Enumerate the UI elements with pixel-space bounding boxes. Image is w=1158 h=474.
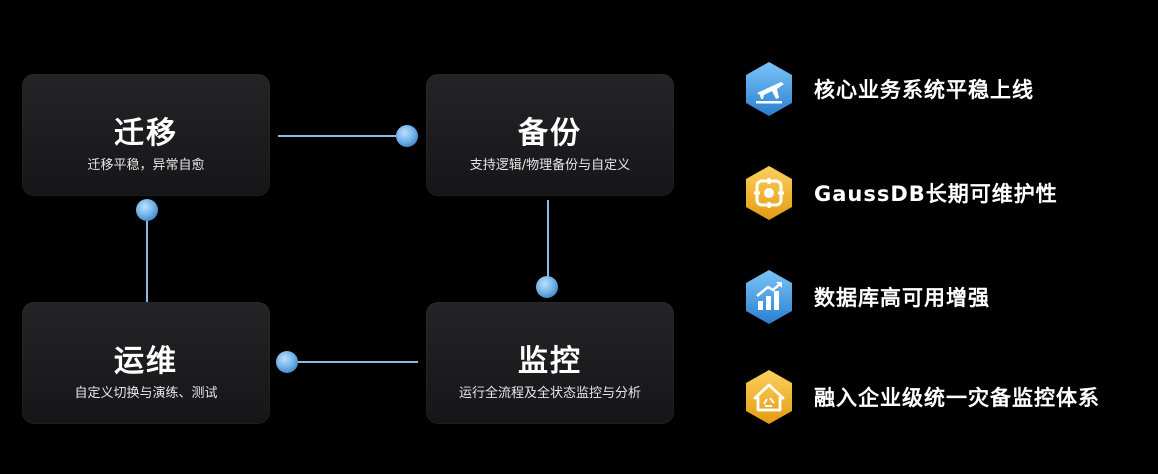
connector-node-monitor [536, 276, 558, 298]
feature-label-availability: 数据库高可用增强 [814, 286, 990, 310]
card-backup-desc: 支持逻辑/物理备份与自定义 [469, 158, 631, 173]
feature-item-launch: 核心业务系统平稳上线 [740, 58, 1034, 120]
card-migration-desc: 迁移平稳，异常自愈 [87, 158, 205, 173]
feature-item-availability: 数据库高可用增强 [740, 266, 990, 328]
card-ops: 运维 自定义切换与演练、测试 [22, 302, 270, 424]
card-monitor: 监控 运行全流程及全状态监控与分析 [426, 302, 674, 424]
card-migration: 迁移 迁移平稳，异常自愈 [22, 74, 270, 196]
connector-node-backup [396, 125, 418, 147]
feature-item-maintain: GaussDB长期可维护性 [740, 162, 1058, 224]
maintenance-icon [746, 166, 792, 220]
card-backup: 备份 支持逻辑/物理备份与自定义 [426, 74, 674, 196]
connector-node-ops [276, 351, 298, 373]
card-ops-title: 运维 [114, 344, 178, 379]
airplane-takeoff-icon [746, 62, 792, 116]
feature-label-launch: 核心业务系统平稳上线 [814, 78, 1034, 102]
feature-label-disaster: 融入企业级统一灾备监控体系 [814, 386, 1100, 410]
card-migration-title: 迁移 [114, 116, 178, 151]
recycle-house-icon [746, 370, 792, 424]
card-ops-desc: 自定义切换与演练、测试 [74, 386, 218, 401]
feature-item-disaster: 融入企业级统一灾备监控体系 [740, 366, 1100, 428]
feature-label-maintain: GaussDB长期可维护性 [814, 182, 1058, 206]
card-backup-title: 备份 [518, 116, 582, 151]
connector-node-migration [136, 199, 158, 221]
growth-chart-icon [746, 270, 792, 324]
card-monitor-desc: 运行全流程及全状态监控与分析 [458, 386, 641, 401]
card-monitor-title: 监控 [518, 344, 582, 379]
